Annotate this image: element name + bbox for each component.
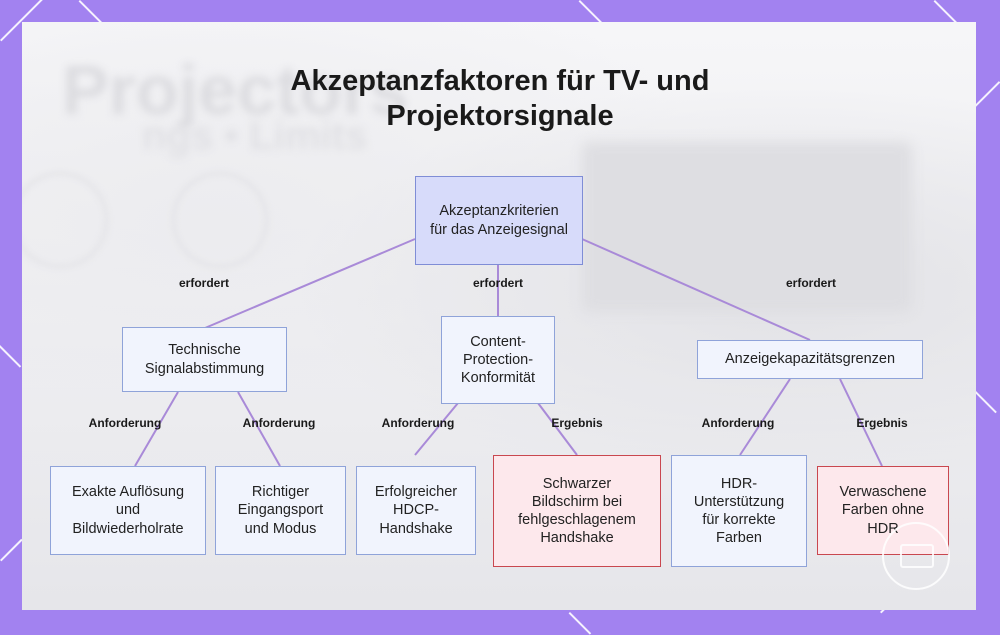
edge-label-root-display: erfordert: [786, 276, 836, 290]
edge-label-content-hdcp: Anforderung: [382, 416, 455, 430]
node-technical-signal-matching: Technische Signalabstimmung: [122, 327, 287, 392]
node-correct-input-port: Richtiger Eingangsport und Modus: [215, 466, 346, 555]
edge-label-display-washed: Ergebnis: [856, 416, 907, 430]
node-black-screen-failure: Schwarzer Bildschirm bei fehlgeschlagene…: [493, 455, 661, 567]
edge-label-technical-resolution: Anforderung: [89, 416, 162, 430]
watermark-logo-icon: [882, 522, 950, 590]
edge-root-display: [582, 239, 810, 340]
node-hdcp-handshake: Erfolgreicher HDCP-Handshake: [356, 466, 476, 555]
node-root-criteria: Akzeptanzkriterien für das Anzeigesignal: [415, 176, 583, 265]
edge-root-technical: [205, 239, 415, 328]
watermark-screen-icon: [900, 544, 934, 568]
node-exact-resolution: Exakte Auflösung und Bildwiederholrate: [50, 466, 206, 555]
edge-label-root-content: erfordert: [473, 276, 523, 290]
node-content-protection-compliance: Content-Protection-Konformität: [441, 316, 555, 404]
edge-label-display-hdr: Anforderung: [702, 416, 775, 430]
node-display-capacity-limits: Anzeigekapazitätsgrenzen: [697, 340, 923, 379]
node-hdr-support: HDR-Unterstützung für korrekte Farben: [671, 455, 807, 567]
edge-label-content-black: Ergebnis: [551, 416, 602, 430]
edge-label-technical-port: Anforderung: [243, 416, 316, 430]
edge-label-root-technical: erfordert: [179, 276, 229, 290]
